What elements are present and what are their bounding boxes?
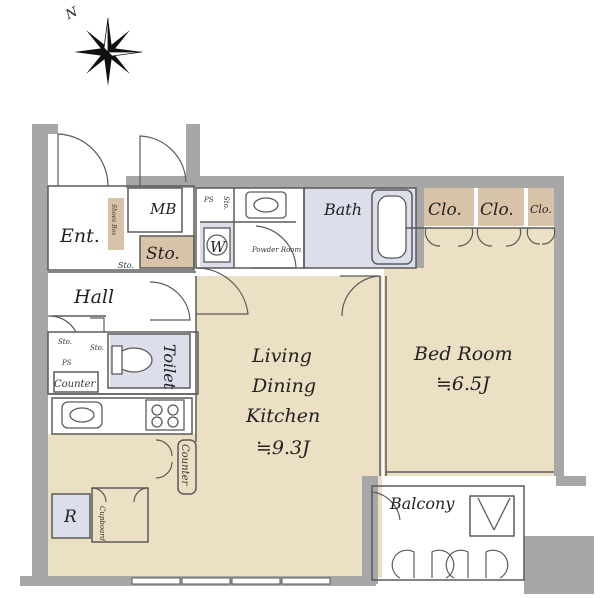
shoe-box-label: Shoes Box bbox=[110, 204, 117, 236]
storage-label: Sto. bbox=[146, 244, 180, 264]
compass-rose-icon bbox=[74, 17, 143, 86]
windows bbox=[131, 577, 331, 585]
counter-vertical-label: Counter bbox=[179, 444, 190, 486]
ldk-label-line3: Kitchen bbox=[245, 405, 320, 427]
toilet-label: Toilet bbox=[160, 344, 179, 390]
ps-label-1: PS bbox=[61, 359, 72, 367]
closet-box-3 bbox=[528, 188, 554, 226]
closet-box-1 bbox=[424, 188, 474, 226]
shoe-box bbox=[108, 198, 124, 250]
north-label: N bbox=[63, 4, 81, 23]
hall-label: Hall bbox=[73, 286, 114, 308]
closet-label-3: Clo. bbox=[530, 203, 552, 216]
washer-label: W bbox=[210, 238, 227, 256]
entrance-floor bbox=[48, 186, 106, 272]
sto-label-c: Sto. bbox=[222, 196, 230, 210]
ps-label-2: PS bbox=[203, 196, 214, 204]
sto-label-b: Sto. bbox=[90, 344, 104, 352]
ldk-label-line1: Living bbox=[251, 345, 312, 367]
ldk-floor bbox=[196, 276, 382, 578]
refrigerator-label: R bbox=[63, 507, 77, 527]
cupboard-label: Cupboard bbox=[98, 506, 106, 542]
bedroom-floor bbox=[384, 228, 554, 476]
ldk-label-line2: Dining bbox=[251, 375, 316, 397]
fixtures bbox=[61, 191, 511, 531]
interior-walls bbox=[47, 185, 554, 581]
meter-box-label: MB bbox=[149, 200, 176, 218]
storage-small-label: Sto. bbox=[118, 261, 134, 270]
walls bbox=[20, 124, 594, 594]
counter-label: Counter bbox=[54, 379, 96, 390]
powder-room-label: Powder Room bbox=[251, 246, 302, 254]
closet-box-2 bbox=[478, 188, 524, 226]
ldk-size-label: ≒9.3J bbox=[256, 437, 311, 459]
closet-label-2: Clo. bbox=[480, 200, 514, 220]
fridge-area bbox=[52, 494, 90, 538]
bedroom-size-label: ≒6.5J bbox=[436, 373, 491, 395]
entrance-label: Ent. bbox=[59, 225, 100, 247]
balcony-label: Balcony bbox=[389, 494, 455, 513]
sto-label-a: Sto. bbox=[58, 338, 72, 346]
storage-box bbox=[140, 236, 194, 268]
bath-label: Bath bbox=[323, 200, 362, 219]
bedroom-label: Bed Room bbox=[413, 343, 513, 365]
door-swings bbox=[47, 133, 556, 579]
closet-label-1: Clo. bbox=[428, 200, 462, 220]
